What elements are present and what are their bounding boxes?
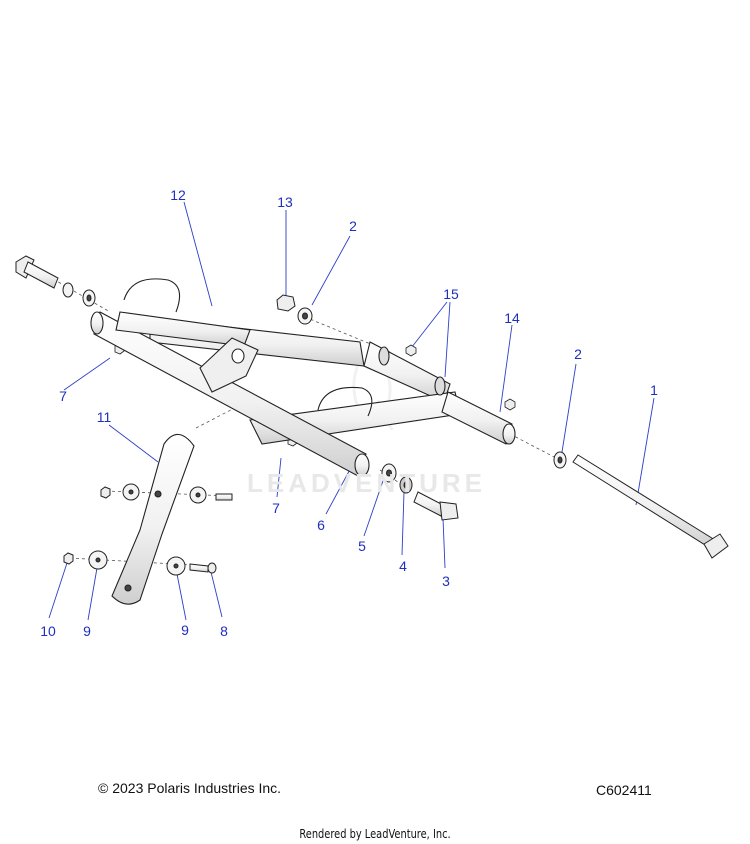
callout-2[interactable]: 2	[349, 218, 357, 234]
callout-2[interactable]: 2	[574, 346, 582, 362]
callout-7[interactable]: 7	[59, 388, 67, 404]
nut-13	[276, 294, 296, 312]
callout-10[interactable]: 10	[40, 623, 56, 639]
callout-1[interactable]: 1	[650, 382, 658, 398]
callout-12[interactable]: 12	[170, 187, 186, 203]
link-arm	[111, 433, 195, 605]
callout-13[interactable]: 13	[277, 194, 293, 210]
callout-9[interactable]: 9	[181, 622, 189, 638]
callout-11[interactable]: 11	[96, 409, 112, 425]
callout-14[interactable]: 14	[504, 310, 520, 326]
link-fasteners	[63, 483, 233, 576]
swing-arm-frame	[90, 278, 516, 477]
callout-9[interactable]: 9	[83, 623, 91, 639]
rendered-by-text: Rendered by LeadVenture, Inc.	[299, 827, 451, 841]
pivot-bolt-left	[15, 255, 59, 289]
watermark-text: LEADVENTURE	[247, 468, 487, 498]
long-bolt	[572, 454, 729, 559]
leader-lines	[48, 201, 655, 621]
copyright-text: © 2023 Polaris Industries Inc.	[98, 780, 282, 796]
callout-5[interactable]: 5	[358, 538, 366, 554]
figure-code: C602411	[596, 782, 652, 798]
bolt-3	[413, 491, 459, 521]
callout-4[interactable]: 4	[399, 558, 407, 574]
callout-6[interactable]: 6	[317, 517, 325, 533]
washers	[62, 282, 567, 494]
callout-8[interactable]: 8	[220, 623, 228, 639]
callout-15[interactable]: 15	[443, 286, 459, 302]
callout-3[interactable]: 3	[442, 573, 450, 589]
callout-7[interactable]: 7	[272, 500, 280, 516]
